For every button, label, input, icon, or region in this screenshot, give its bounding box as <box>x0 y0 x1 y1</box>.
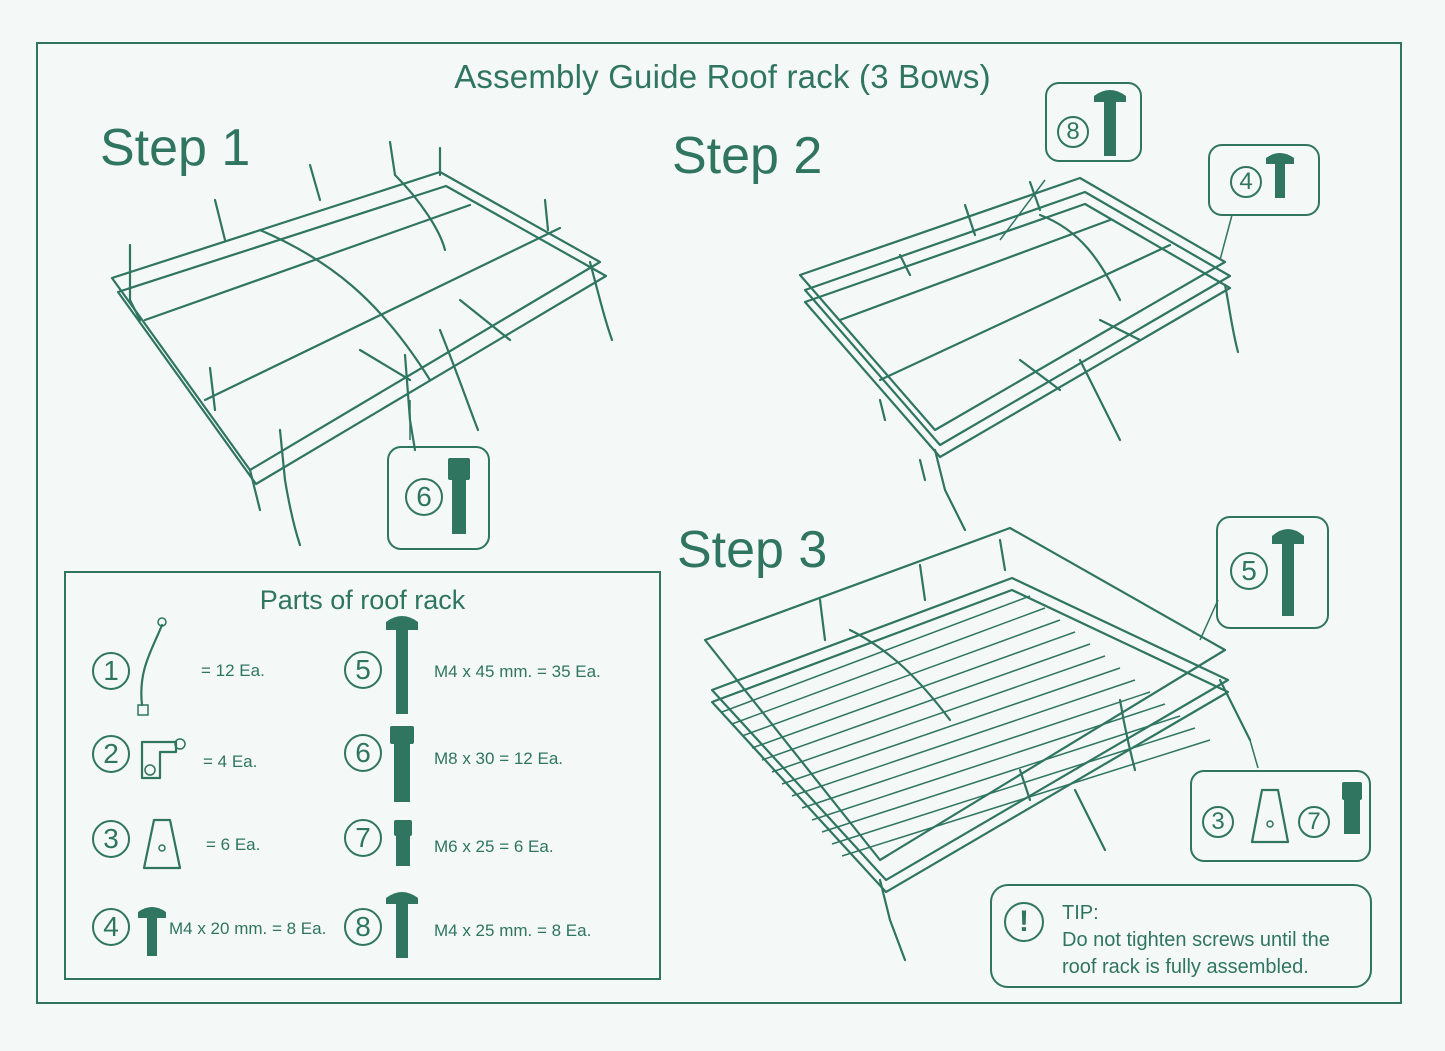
callout-number: 4 <box>1230 166 1262 198</box>
exclamation-icon: ! <box>1004 902 1044 942</box>
step3-bolt-5-icon <box>1272 529 1304 616</box>
part-7-icon <box>394 820 412 866</box>
part-quantity: M6 x 25 = 6 Ea. <box>434 837 554 856</box>
part-quantity: = 12 Ea. <box>201 661 265 680</box>
step-2-heading: Step 2 <box>672 127 823 185</box>
part-number: 2 <box>92 735 130 773</box>
step2-bolt-4-icon <box>1266 153 1294 198</box>
callout-number: 3 <box>1202 806 1234 838</box>
step2-bolt-8-icon <box>1094 90 1126 156</box>
part-1-icon <box>137 617 167 716</box>
part-6-icon <box>390 726 414 802</box>
step1-bolt-6-icon <box>409 400 470 534</box>
part-3-icon <box>142 818 182 870</box>
part-5-icon <box>386 616 418 714</box>
parts-list-title: Parts of roof rack <box>259 585 466 615</box>
part-number: 1 <box>92 652 130 690</box>
tip-line-2: roof rack is fully assembled. <box>1062 956 1309 978</box>
step3-top-callout-box: 5 <box>1216 516 1329 629</box>
page-title: Assembly Guide Roof rack (3 Bows) <box>454 58 991 95</box>
step1-rack-frame <box>110 140 614 547</box>
tip-heading: TIP: <box>1062 902 1099 924</box>
tip-line-1: Do not tighten screws until the <box>1062 929 1330 951</box>
callout-number: 8 <box>1057 116 1089 148</box>
part-number: 4 <box>92 908 130 946</box>
tip-text: TIP: Do not tighten screws until the roo… <box>1062 900 1330 981</box>
step3-plate-and-bolt-icon <box>1250 782 1362 844</box>
step2-top-callout-box: 8 <box>1045 82 1142 162</box>
part-4-icon <box>138 907 166 956</box>
callout-number: 5 <box>1230 552 1268 590</box>
page-border <box>36 42 1402 1004</box>
callout-number: 6 <box>405 478 443 516</box>
part-2-icon <box>140 738 186 780</box>
step3-bottom-callout-box: 3 7 <box>1190 770 1371 862</box>
part-number: 8 <box>344 908 382 946</box>
part-quantity: M4 x 45 mm. = 35 Ea. <box>434 662 601 681</box>
step2-side-callout-box: 4 <box>1208 144 1320 216</box>
step2-rack-frame <box>798 176 1240 532</box>
part-number: 6 <box>344 734 382 772</box>
step3-rack-frame <box>703 526 1259 962</box>
parts-list-box: Parts of roof rack 1 = 12 Ea. 2 = 4 Ea. … <box>64 571 661 980</box>
step-3-heading: Step 3 <box>677 521 828 579</box>
part-quantity: M4 x 25 mm. = 8 Ea. <box>434 921 592 940</box>
part-number: 5 <box>344 651 382 689</box>
part-number: 7 <box>344 819 382 857</box>
part-quantity: M4 x 20 mm. = 8 Ea. <box>169 919 327 938</box>
part-quantity: = 4 Ea. <box>203 752 258 771</box>
part-8-icon <box>386 892 418 958</box>
part-quantity: = 6 Ea. <box>206 835 261 854</box>
part-number: 3 <box>92 820 130 858</box>
callout-number: 7 <box>1298 806 1330 838</box>
tip-box: ! TIP: Do not tighten screws until the r… <box>990 884 1372 988</box>
step-1-heading: Step 1 <box>100 119 251 177</box>
step1-callout-box: 6 <box>387 446 490 550</box>
part-quantity: M8 x 30 = 12 Ea. <box>434 749 563 768</box>
